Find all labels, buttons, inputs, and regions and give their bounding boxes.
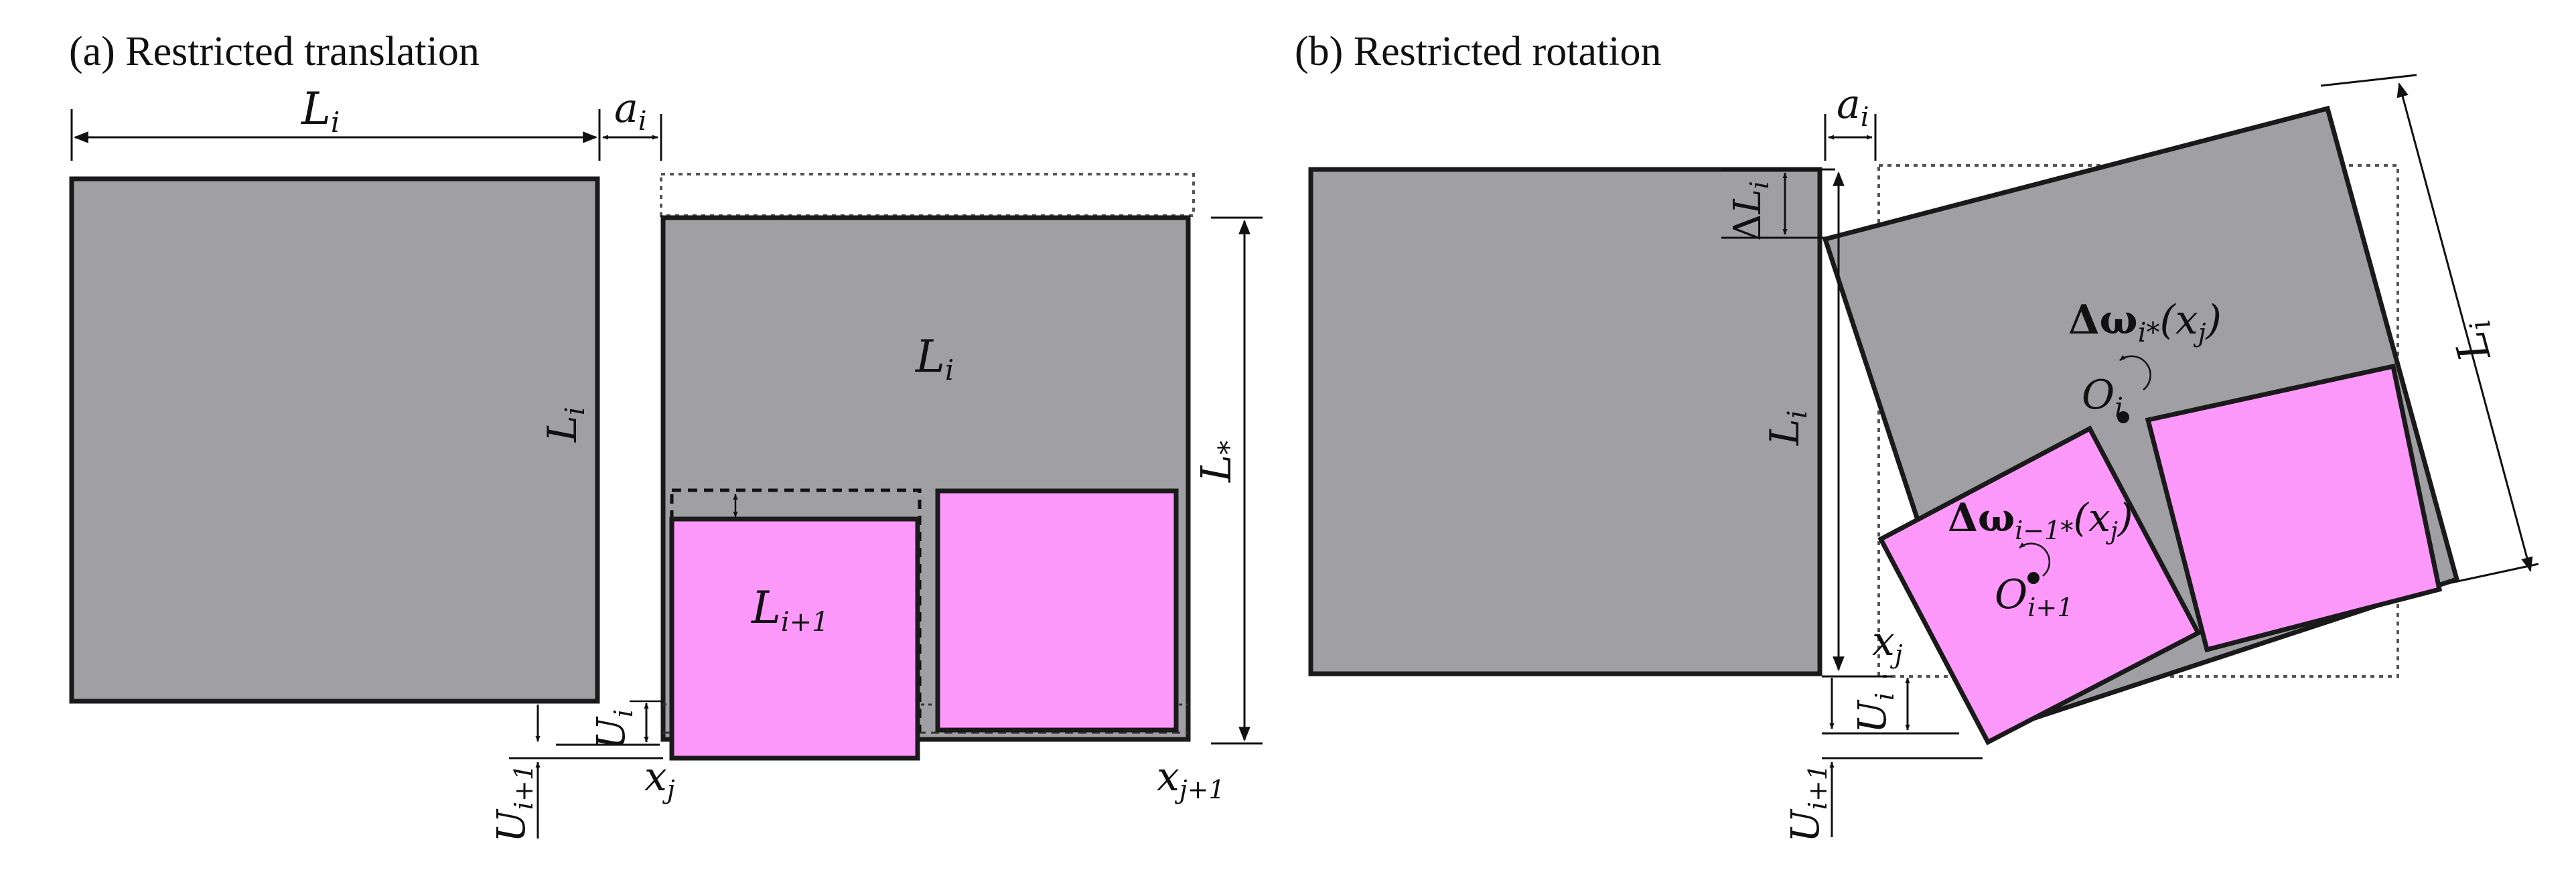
label-Ui-plus-1: Ui+1	[488, 764, 539, 843]
dim-Li-rot-tick-bottom	[2451, 563, 2539, 584]
label-Ui: Ui	[588, 709, 638, 750]
label-Li-left-block: Li	[539, 407, 591, 443]
label-Li-plus-1: Li+1	[751, 582, 829, 638]
panel-b: (b) Restricted rotation ai ΔLi Li Li Δωi…	[1295, 29, 2539, 843]
center-dot-Oi	[2117, 411, 2129, 423]
label-xj-b: xj	[1872, 618, 1903, 669]
dim-Li-rotated	[2396, 82, 2533, 573]
panel-a-title: (a) Restricted translation	[69, 29, 480, 74]
block-i-plus-1-rotated	[1877, 425, 2202, 745]
dim-Li-rot-tick-top	[2320, 74, 2417, 87]
label-delta-omega-i: Δωi*(xj)	[2068, 297, 2222, 348]
block-i-left	[69, 176, 600, 704]
label-ai-b: ai	[1837, 81, 1869, 133]
center-dot-Oi-plus-1	[2027, 572, 2040, 584]
label-Oi: Oi	[2082, 372, 2123, 423]
label-Lstar: L*	[1192, 441, 1245, 483]
original-outline-dotted	[660, 173, 1195, 217]
label-ai-top: ai	[614, 85, 647, 137]
block-i-plus-1	[669, 516, 920, 761]
block-i-plus-1-adjacent	[935, 488, 1179, 733]
label-Li-b: Li	[1762, 410, 1813, 446]
label-Li-top: Li	[301, 83, 340, 139]
block-i-plus-1-adjacent-rotated	[2145, 363, 2443, 653]
label-Li-rotated: Li	[2443, 316, 2504, 367]
label-xj-plus-1: xj+1	[1157, 753, 1225, 804]
rotation-arrow-i	[2119, 355, 2151, 390]
panel-a: (a) Restricted translation Li ai Li Li L…	[69, 29, 1263, 843]
label-delta-omega-i-minus-1: Δωi−1*(xj)	[1948, 495, 2133, 545]
label-Ui-plus-1-b: Ui+1	[1782, 764, 1833, 843]
panel-b-title: (b) Restricted rotation	[1295, 29, 1662, 74]
label-deltaLi: ΔLi	[1726, 181, 1774, 241]
label-Li-right-block: Li	[915, 331, 954, 386]
rotation-arrow-i-minus-1	[2019, 542, 2051, 577]
block-i-minus-1	[1308, 167, 1822, 676]
label-xj-a: xj	[644, 753, 675, 804]
label-Oi-plus-1: Oi+1	[1995, 571, 2073, 622]
label-Ui-b: Ui	[1849, 693, 1900, 733]
